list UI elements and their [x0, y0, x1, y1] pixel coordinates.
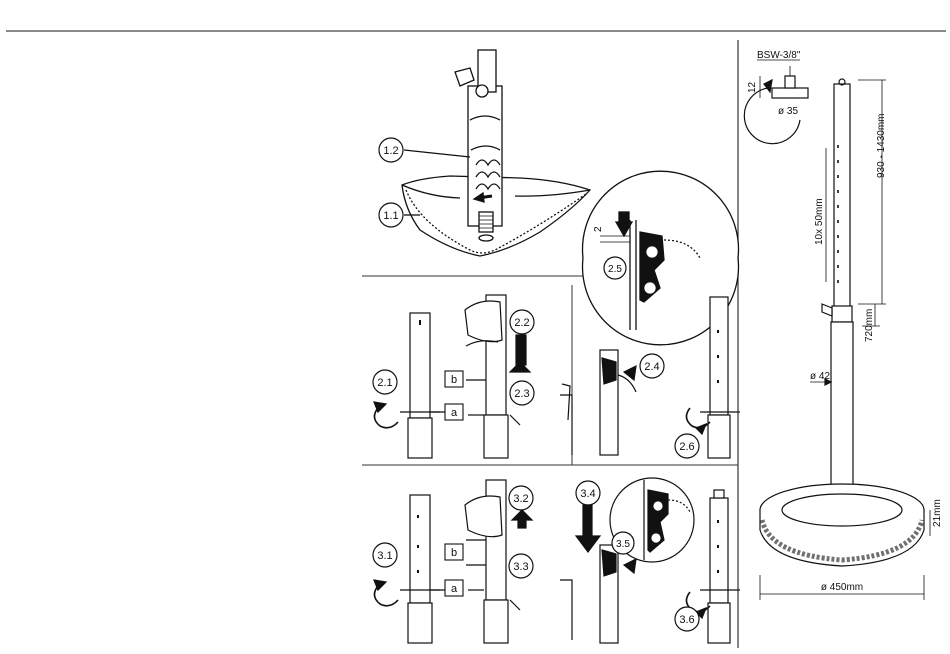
callout-3-1: 3.1	[373, 543, 397, 567]
box-a-step2: a	[445, 404, 463, 420]
callout-label: 3.3	[513, 561, 528, 573]
thread-spec: BSW-3/8"	[757, 50, 801, 61]
step1-illustration	[402, 50, 590, 256]
callout-label: 2.1	[377, 377, 392, 389]
box-a-step3: a	[445, 580, 463, 596]
callout-1-1: 1.1	[379, 203, 403, 227]
callout-3-5: 3.5	[612, 532, 634, 554]
callout-label: 3.1	[377, 550, 392, 562]
box-b-step3: b	[445, 544, 463, 560]
callout-3-3: 3.3	[509, 554, 533, 578]
base-diameter: ø 450mm	[821, 582, 863, 593]
callout-label: 1.1	[383, 210, 398, 222]
thread-diameter: ø 35	[778, 106, 798, 117]
callout-2-5: 2.5	[604, 257, 626, 279]
gap-dimension: 2	[593, 226, 604, 232]
height-range: 930 - 1430mm	[876, 114, 887, 178]
box-b-step2: b	[445, 371, 463, 387]
stand-dimension-drawing	[744, 60, 930, 600]
box-label: b	[451, 374, 457, 386]
callout-2-2: 2.2	[510, 310, 534, 334]
callout-label: 2.4	[644, 361, 659, 373]
callout-label: 2.2	[514, 317, 529, 329]
callout-1-2: 1.2	[379, 138, 403, 162]
thread-height: 12	[747, 81, 758, 93]
callout-label: 2.6	[679, 441, 694, 453]
callout-label: 3.5	[616, 539, 630, 550]
hole-spacing: 10x 50mm	[814, 198, 825, 245]
callout-3-6: 3.6	[675, 607, 699, 631]
callout-2-4: 2.4	[640, 354, 664, 378]
box-label: b	[451, 547, 457, 559]
tube-diameter: ø 42	[810, 371, 830, 382]
callout-3-2: 3.2	[509, 486, 533, 510]
lower-tube-length: 720mm	[864, 309, 875, 342]
base-height: 21mm	[932, 499, 943, 527]
box-label: a	[451, 583, 458, 595]
box-label: a	[451, 407, 458, 419]
callout-label: 3.6	[679, 614, 694, 626]
callout-label: 2.5	[608, 264, 622, 275]
callout-3-4: 3.4	[576, 481, 600, 505]
callout-2-6: 2.6	[675, 434, 699, 458]
callout-label: 3.2	[513, 493, 528, 505]
callout-label: 1.2	[383, 145, 398, 157]
callout-2-1: 2.1	[373, 370, 397, 394]
callout-label: 2.3	[514, 388, 529, 400]
callout-label: 3.4	[580, 488, 595, 500]
callout-2-3: 2.3	[510, 381, 534, 405]
